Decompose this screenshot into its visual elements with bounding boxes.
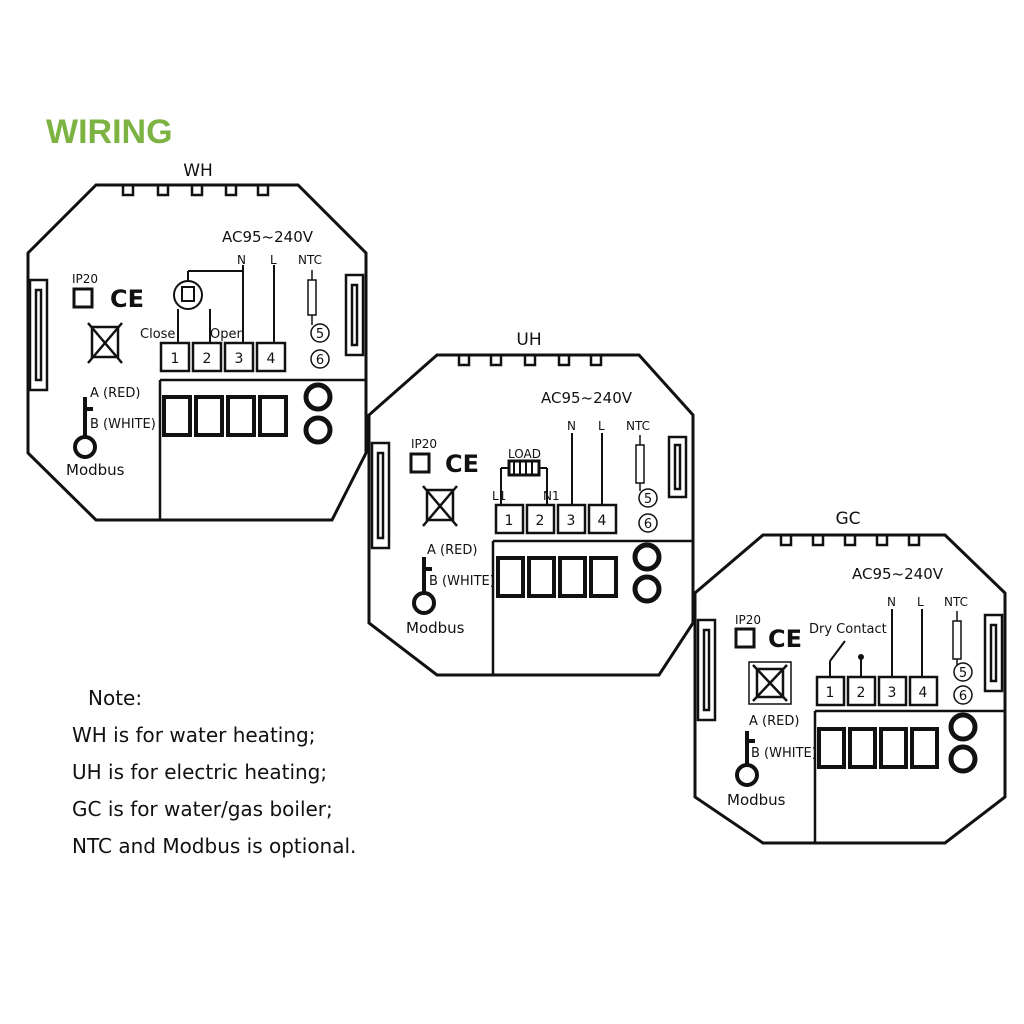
sensor-terminal-label: 5	[644, 492, 652, 507]
l1-label: L1	[492, 489, 506, 503]
terminal-6	[310, 349, 330, 369]
l-label: L	[917, 595, 924, 609]
unit-outline	[26, 183, 368, 522]
terminal-5	[953, 662, 973, 682]
ip-square-icon	[409, 452, 431, 474]
terminal-label: 2	[857, 685, 866, 701]
modbus-label: Modbus	[406, 619, 465, 637]
terminal-label: 2	[536, 513, 545, 529]
n-label: N	[567, 419, 576, 433]
ip-rating: IP20	[735, 613, 761, 627]
page-title: WIRING	[46, 113, 173, 151]
ntc-label: NTC	[944, 595, 968, 609]
terminal-label: 3	[567, 513, 576, 529]
ntc-sensor-icon	[952, 611, 962, 665]
modbus-connector-icon	[735, 731, 759, 787]
dry-contact-label: Dry Contact	[809, 622, 887, 637]
ntc-sensor-icon	[635, 435, 645, 491]
n-label: N	[237, 253, 246, 267]
terminal-6	[953, 685, 973, 705]
unit-label-gc: GC	[835, 509, 860, 529]
sensor-sockets	[632, 542, 662, 604]
load-label: LOAD	[508, 447, 541, 461]
modbus-a-label: A (RED)	[90, 386, 140, 401]
load-coil-icon	[500, 459, 548, 505]
modbus-b-label: B (WHITE)	[751, 746, 817, 761]
modbus-connector-icon	[73, 397, 97, 459]
n1-label: N1	[543, 489, 560, 503]
ntc-label: NTC	[626, 419, 650, 433]
modbus-label: Modbus	[66, 461, 125, 479]
note-line: NTC and Modbus is optional.	[72, 834, 357, 858]
ce-mark: CE	[768, 625, 802, 653]
sensor-sockets	[948, 712, 978, 774]
sensor-sockets	[303, 382, 333, 445]
ip-square-icon	[72, 287, 94, 309]
sensor-terminal-label: 5	[959, 666, 967, 681]
n-label: N	[887, 595, 896, 609]
sensor-terminal-label: 6	[959, 689, 967, 704]
terminal-label: 3	[235, 351, 244, 367]
modbus-b-label: B (WHITE)	[429, 574, 495, 589]
terminal-label: 1	[505, 513, 514, 529]
ntc-sensor-icon	[307, 270, 317, 325]
terminal-label: 4	[267, 351, 276, 367]
terminal-label: 1	[826, 685, 835, 701]
sensor-terminal-label: 6	[644, 517, 652, 532]
modbus-a-label: A (RED)	[427, 543, 477, 558]
top-clips	[779, 533, 921, 547]
terminal-label: 3	[888, 685, 897, 701]
l-label: L	[598, 419, 605, 433]
terminal-label: 4	[598, 513, 607, 529]
terminal-label: 4	[919, 685, 928, 701]
modbus-connector-icon	[412, 557, 436, 615]
l-label: L	[270, 253, 277, 267]
note-line: WH is for water heating;	[72, 723, 316, 747]
unit-label-wh: WH	[183, 161, 213, 181]
ip-rating: IP20	[411, 437, 437, 451]
weee-bin-icon	[422, 485, 458, 527]
wire-label: Close	[140, 327, 175, 342]
ip-square-icon	[734, 627, 756, 649]
side-clips	[696, 613, 1004, 722]
top-clips	[121, 183, 270, 197]
voltage-label: AC95~240V	[852, 565, 944, 583]
ntc-label: NTC	[298, 253, 322, 267]
voltage-label: AC95~240V	[222, 228, 314, 246]
terminal-6	[638, 513, 658, 533]
modbus-label: Modbus	[727, 791, 786, 809]
weee-bin-icon	[748, 661, 792, 705]
sensor-terminal-label: 5	[316, 327, 324, 342]
terminal-5	[638, 488, 658, 508]
note-line: GC is for water/gas boiler;	[72, 797, 333, 821]
sensor-terminal-label: 6	[316, 353, 324, 368]
ce-mark: CE	[445, 450, 479, 478]
modbus-b-label: B (WHITE)	[90, 417, 156, 432]
wh-unit: 1 2 3 4 Close Open AC95~240V N L NTC 5 6	[26, 183, 368, 522]
terminal-row	[159, 341, 287, 373]
terminal-label: 2	[203, 351, 212, 367]
terminal-blocks	[817, 727, 939, 769]
terminal-blocks	[496, 556, 618, 598]
note-heading: Note:	[88, 686, 143, 710]
weee-bin-icon	[87, 322, 123, 364]
side-clips	[28, 273, 365, 392]
voltage-label: AC95~240V	[541, 389, 633, 407]
dry-contact-switch-icon	[829, 640, 864, 677]
terminal-blocks	[162, 395, 288, 437]
notes: Note: WH is for water heating; UH is for…	[72, 680, 356, 865]
ce-mark: CE	[110, 285, 144, 313]
top-clips	[457, 353, 603, 367]
side-clips	[370, 435, 688, 550]
note-line: UH is for electric heating;	[72, 760, 328, 784]
unit-label-uh: UH	[516, 330, 541, 350]
wire-label: Open	[210, 327, 245, 342]
modbus-a-label: A (RED)	[749, 714, 799, 729]
gc-unit: 1 2 3 4 Dry Contact AC95~240V N L NTC 5 …	[693, 533, 1007, 845]
uh-unit: 1 2 3 4 LOAD L1 N1 AC95~240V N L NTC	[367, 353, 695, 677]
ip-rating: IP20	[72, 272, 98, 286]
terminal-5	[310, 323, 330, 343]
terminal-label: 1	[171, 351, 180, 367]
